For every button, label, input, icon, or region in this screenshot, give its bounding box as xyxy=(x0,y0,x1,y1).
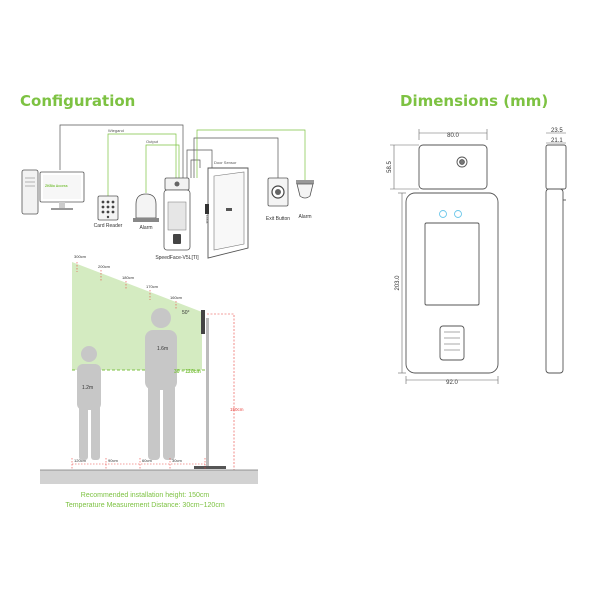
ceiling-alarm-icon xyxy=(296,180,314,199)
output-label: Output xyxy=(146,139,159,144)
terminal-label: SpeedFace-V5L[TI] xyxy=(155,255,199,261)
wiring xyxy=(59,124,306,196)
door-sensor-wire xyxy=(186,149,213,178)
height-mark-5: 160cm xyxy=(170,295,183,300)
floor-distance-2: 90cm xyxy=(108,458,118,463)
height-mark-2: 200cm xyxy=(98,264,111,269)
floor-distance-4: 30cm xyxy=(172,458,182,463)
dim-top-width: 80.0 xyxy=(447,133,459,139)
output-wire xyxy=(145,144,180,193)
floor-distance-1: 120cm xyxy=(74,458,87,463)
floor-distance-marks xyxy=(71,458,206,470)
floor-distance-3: 60cm xyxy=(142,458,152,463)
side-view xyxy=(545,144,567,374)
alarm-wire xyxy=(196,129,306,180)
dim-camera-height: 58.5 xyxy=(387,161,393,173)
front-view xyxy=(405,144,499,374)
dimension-lines xyxy=(390,129,566,384)
alarm-label: Alarm xyxy=(139,225,152,231)
dim-side-body: 21.1 xyxy=(551,138,563,144)
height-mark-3: 180cm xyxy=(122,275,135,280)
floor xyxy=(40,469,258,484)
wiegand-label: Wiegand xyxy=(108,128,124,133)
person-short-height: 1.2m xyxy=(82,385,93,391)
lock-wire xyxy=(190,159,201,178)
height-mark-4: 170cm xyxy=(146,284,159,289)
pc-icon xyxy=(21,169,85,215)
dim-body-width: 92.0 xyxy=(446,380,458,386)
door-sensor-label: Door Sensor xyxy=(214,160,237,165)
exit-button-label: Exit Button xyxy=(266,216,290,222)
height-marks xyxy=(76,262,177,310)
height-mark-1: 300cm xyxy=(74,254,87,259)
pc-brand-label: ZKBio Access xyxy=(45,184,68,188)
exit-button-icon xyxy=(267,177,289,207)
person-tall-icon xyxy=(145,308,177,460)
card-reader-icon xyxy=(97,195,119,221)
lock-label: Lock xyxy=(205,215,210,223)
mount-height-line xyxy=(207,313,235,470)
wiegand-wire xyxy=(107,133,177,196)
person-short-icon xyxy=(77,346,101,460)
tcpip-wire xyxy=(59,124,184,178)
door-icon xyxy=(205,167,249,259)
angle-label: 50° xyxy=(182,310,190,316)
stand-icon xyxy=(194,310,226,469)
caption-install-height: Recommended installation height: 150cm xyxy=(80,492,210,499)
configuration-title: Configuration xyxy=(20,92,136,110)
card-reader-label: Card Reader xyxy=(94,223,123,229)
dim-side-top: 23.5 xyxy=(551,128,563,134)
dimensions-title: Dimensions (mm) xyxy=(400,92,549,110)
siren-icon xyxy=(133,193,159,222)
exit-button-wire xyxy=(193,137,279,178)
alarm2-label: Alarm xyxy=(298,214,311,220)
person-tall-height: 1.6m xyxy=(157,346,168,352)
mount-height-label: 150cm xyxy=(230,407,244,412)
terminal-icon xyxy=(163,177,191,251)
caption-temperature-distance: Temperature Measurement Distance: 30cm~1… xyxy=(65,502,225,509)
dim-body-height: 203.0 xyxy=(395,275,401,291)
range-label: 30 ~ 120cm xyxy=(174,369,201,375)
